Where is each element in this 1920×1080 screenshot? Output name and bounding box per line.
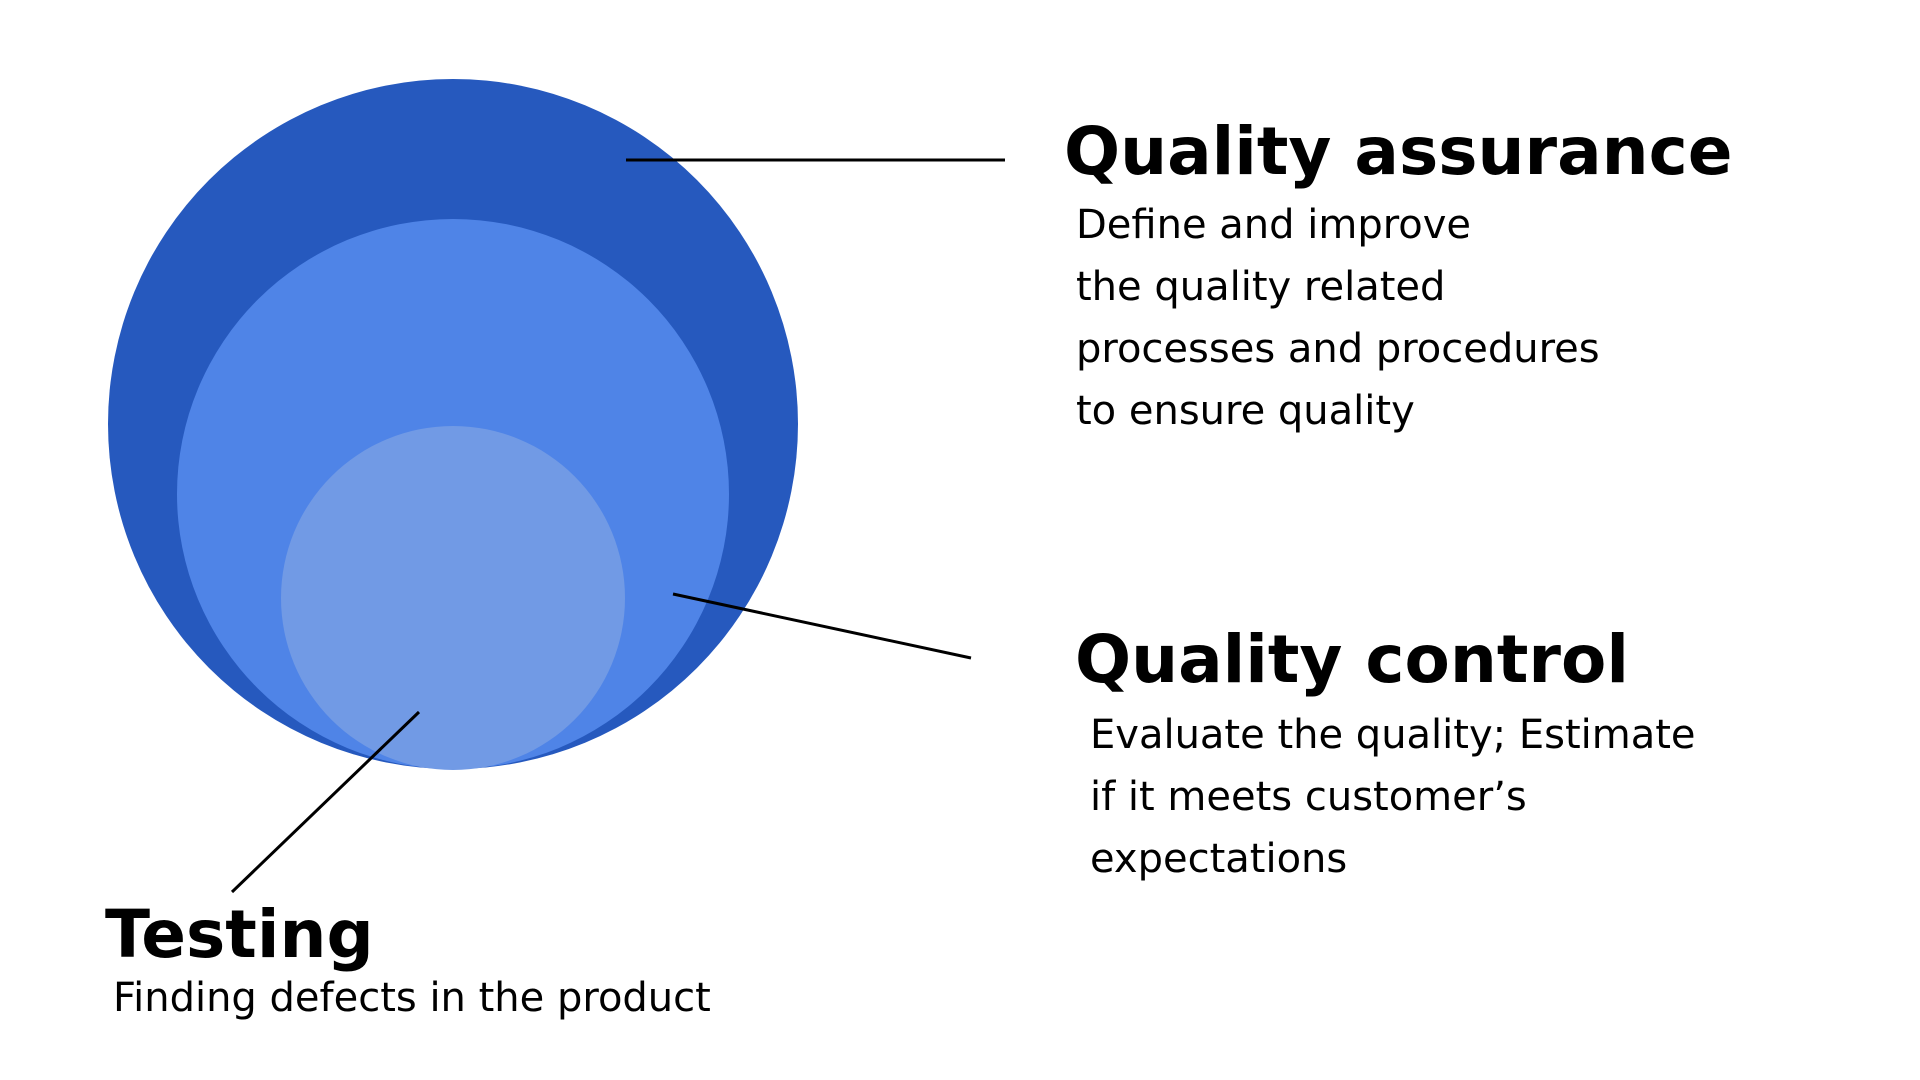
- description-line: Finding defects in the product: [113, 975, 711, 1021]
- quality-assurance-title: Quality assurance: [1064, 113, 1733, 190]
- description-line: if it meets customer’s: [1090, 774, 1527, 820]
- quality-assurance-description: Define and improve the quality related p…: [1076, 194, 1732, 442]
- quality-control-title: Quality control: [1075, 621, 1629, 698]
- quality-control-connector: [672, 592, 972, 660]
- description-line: Evaluate the quality; Estimate: [1090, 712, 1696, 758]
- testing-connector: [230, 710, 421, 894]
- description-line: expectations: [1090, 836, 1348, 882]
- testing-title: Testing: [105, 896, 374, 973]
- description-line: to ensure quality: [1076, 388, 1415, 434]
- quality-control-label: Quality control Evaluate the quality; Es…: [1075, 620, 1696, 890]
- quality-assurance-label: Quality assurance Define and improve the…: [1064, 112, 1732, 442]
- description-line: the quality related: [1076, 264, 1446, 310]
- description-line: Define and improve: [1076, 202, 1472, 248]
- testing-circle: [281, 426, 625, 770]
- testing-description: Finding defects in the product: [113, 967, 711, 1029]
- testing-label: Testing Finding defects in the product: [105, 895, 711, 1029]
- quality-control-description: Evaluate the quality; Estimate if it mee…: [1090, 704, 1696, 890]
- description-line: processes and procedures: [1076, 326, 1600, 372]
